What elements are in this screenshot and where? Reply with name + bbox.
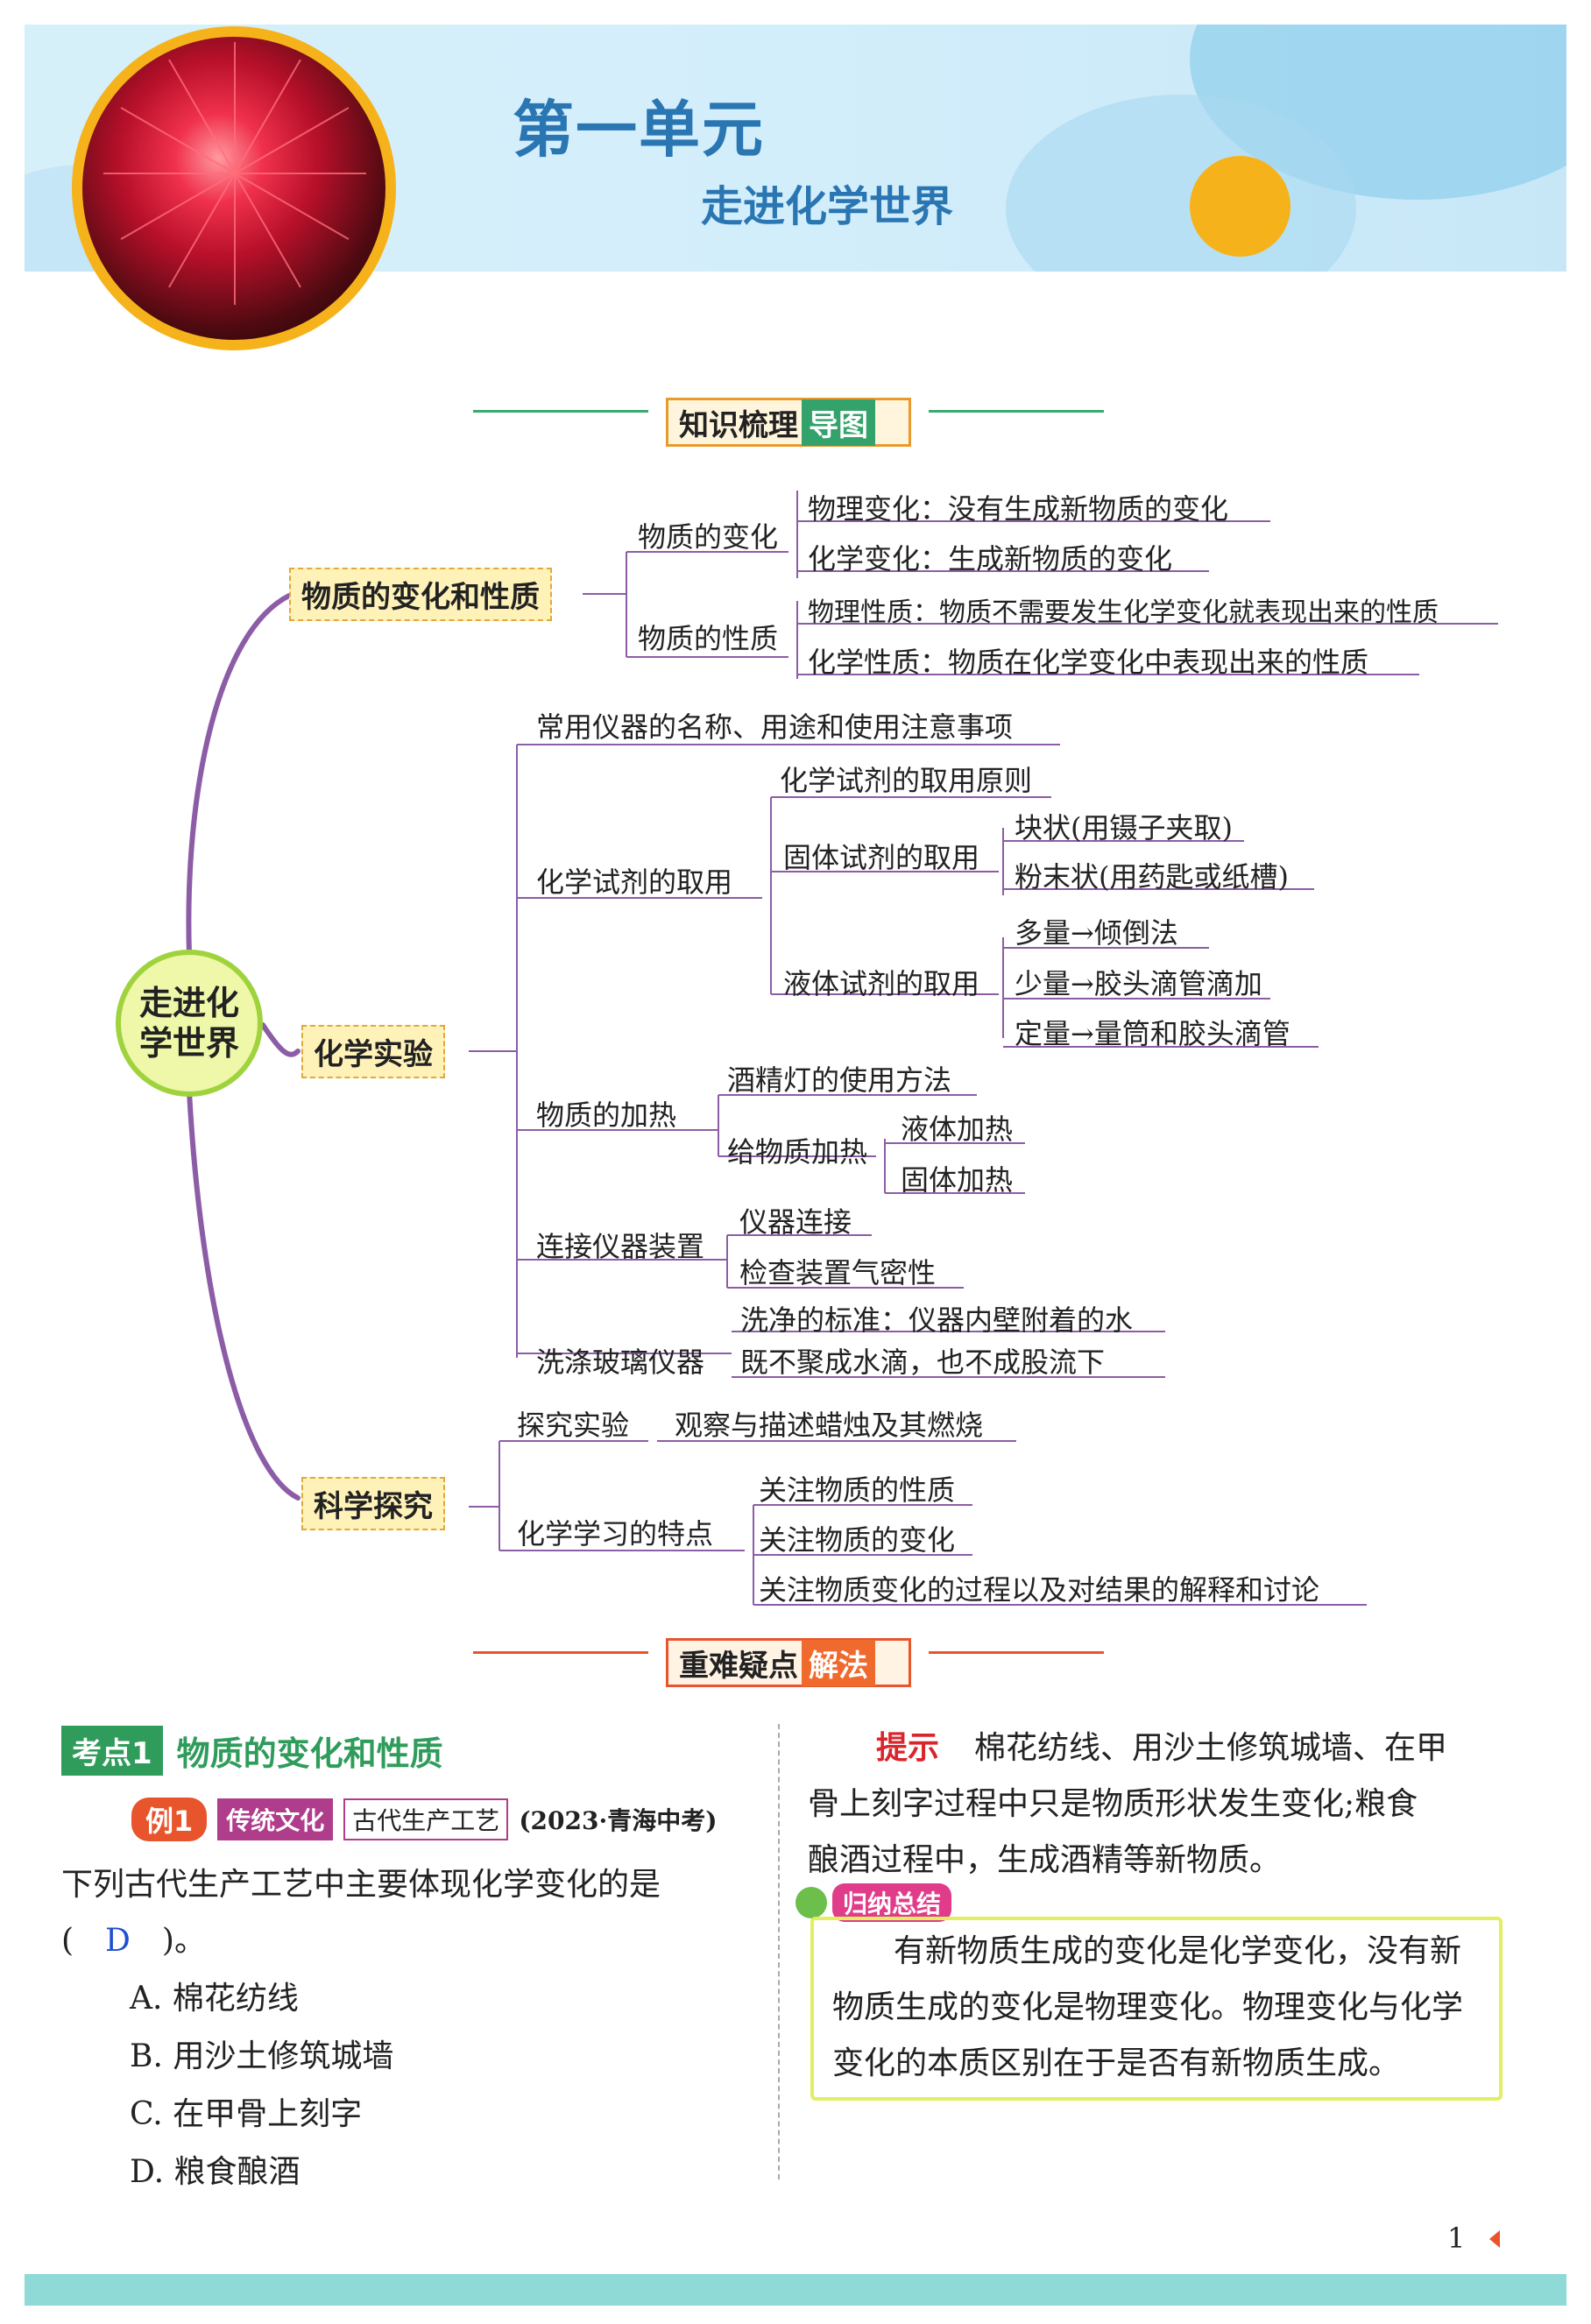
question-text: 下列古代生产工艺中主要体现化学变化的是	[61, 1859, 661, 1904]
node-feature-b: 关注物质的变化	[759, 1518, 955, 1558]
node-wash-line1: 洗净的标准：仪器内壁附着的水	[740, 1298, 1133, 1339]
option-d: D. 粮食酿酒	[130, 2146, 300, 2192]
node-large: 多量→倾倒法	[1015, 911, 1178, 951]
page-arrow-icon	[1489, 2230, 1500, 2248]
node-wash-line2: 既不聚成水滴，也不成股流下	[740, 1340, 1105, 1381]
kaodian-tag: 考点1	[61, 1726, 163, 1776]
main-branch-top	[188, 596, 289, 955]
node-feature-a: 关注物质的性质	[759, 1468, 955, 1508]
summary-line2: 物质生成的变化是物理变化。物理变化与化学	[832, 1981, 1463, 2027]
node-block: 块状(用镊子夹取)	[1015, 806, 1233, 846]
node-physical-change: 物理变化：没有生成新物质的变化	[808, 487, 1228, 527]
column-divider	[778, 1724, 780, 2179]
node-solid-reagent: 固体试剂的取用	[783, 836, 979, 876]
kaodian-header: 考点1 物质的变化和性质	[61, 1726, 443, 1776]
mindmap-connectors	[0, 0, 1591, 1647]
branch-label: 科学探究	[301, 1477, 445, 1530]
hint-line1: 提示棉花纺线、用沙土修筑城墙、在甲	[808, 1722, 1447, 1768]
answer-value: D	[74, 1923, 162, 1959]
answer-suffix: )。	[162, 1923, 206, 1959]
divider-line	[929, 1651, 1104, 1654]
node-powder: 粉末状(用药匙或纸槽)	[1015, 855, 1289, 895]
node-solid-heat: 固体加热	[901, 1158, 1013, 1198]
summary-line1: 有新物质生成的变化是化学变化，没有新	[894, 1925, 1461, 1971]
main-branch-mid	[263, 1025, 298, 1055]
divider-line	[473, 1651, 648, 1654]
branch-label: 化学实验	[301, 1025, 445, 1078]
culture-badge: 传统文化	[217, 1798, 333, 1840]
node-give-heat: 给物质加热	[727, 1130, 867, 1170]
node-feature: 化学学习的特点	[517, 1512, 713, 1552]
node-reagent: 化学试剂的取用	[536, 860, 732, 901]
node-reagent-principle: 化学试剂的取用原则	[780, 759, 1032, 799]
example-tag: 例1	[131, 1798, 207, 1841]
node-material-property: 物质的性质	[638, 617, 778, 657]
node-wash: 洗涤玻璃仪器	[536, 1340, 704, 1381]
node-connect-b: 检查装置气密性	[739, 1251, 936, 1291]
node-connect-a: 仪器连接	[739, 1200, 852, 1240]
footer-band	[25, 2274, 1566, 2306]
option-c: C. 在甲骨上刻字	[130, 2088, 362, 2134]
mindmap-center: 走进化 学世界	[116, 950, 263, 1097]
section-title: 重难疑点	[679, 1642, 798, 1685]
hint-label: 提示	[876, 1729, 939, 1766]
page-number: 1	[1447, 2222, 1465, 2255]
node-explore-content: 观察与描述蜡烛及其燃烧	[675, 1403, 983, 1444]
node-physical-property: 物理性质：物质不需要发生化学变化就表现出来的性质	[808, 590, 1439, 629]
center-line1: 走进化	[139, 983, 239, 1023]
node-chemical-change: 化学变化：生成新物质的变化	[808, 537, 1172, 577]
center-line2: 学世界	[139, 1023, 239, 1063]
node-liquid-reagent: 液体试剂的取用	[783, 962, 979, 1002]
option-b: B. 用沙土修筑城墙	[130, 2031, 393, 2076]
node-heating: 物质的加热	[536, 1093, 676, 1134]
summary-line3: 变化的本质区别在于是否有新物质生成。	[832, 2038, 1400, 2083]
node-connect: 连接仪器装置	[536, 1225, 704, 1265]
node-instruments: 常用仪器的名称、用途和使用注意事项	[536, 705, 1013, 745]
node-explore: 探究实验	[517, 1403, 629, 1444]
hint-line2: 骨上刻字过程中只是物质形状发生变化;粮食	[808, 1778, 1418, 1824]
kaodian-title: 物质的变化和性质	[177, 1727, 443, 1775]
answer-line: (D)。	[61, 1915, 206, 1960]
node-fixed: 定量→量筒和胶头滴管	[1015, 1012, 1290, 1052]
node-chemical-property: 化学性质：物质在化学变化中表现出来的性质	[808, 640, 1368, 681]
option-a: A. 棉花纺线	[130, 1973, 299, 2018]
topic-badge: 古代生产工艺	[343, 1798, 508, 1840]
node-lamp: 酒精灯的使用方法	[727, 1058, 951, 1098]
node-liquid-heat: 液体加热	[901, 1107, 1013, 1148]
node-small: 少量→胶头滴管滴加	[1015, 962, 1262, 1002]
example-source: (2023·青海中考)	[519, 1802, 717, 1837]
section-header-difficulties: 重难疑点解法	[666, 1638, 911, 1687]
section-title-highlight: 解法	[802, 1640, 875, 1686]
node-material-change: 物质的变化	[638, 515, 778, 555]
hint-line3: 酿酒过程中，生成酒精等新物质。	[808, 1834, 1281, 1880]
branch-label: 物质的变化和性质	[289, 568, 552, 621]
hint-text: 棉花纺线、用沙土修筑城墙、在甲	[974, 1730, 1447, 1766]
main-branch-bottom	[189, 1091, 298, 1498]
node-feature-c: 关注物质变化的过程以及对结果的解释和讨论	[759, 1568, 1319, 1608]
summary-icon	[796, 1887, 827, 1918]
answer-prefix: (	[61, 1923, 74, 1959]
example-meta: 例1 传统文化 古代生产工艺 (2023·青海中考)	[131, 1798, 718, 1841]
